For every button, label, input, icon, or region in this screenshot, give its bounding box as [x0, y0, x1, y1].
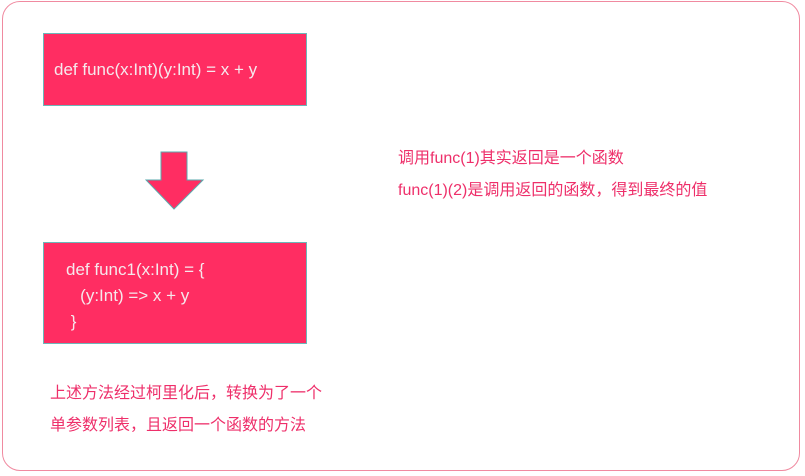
- code-box-curried: def func1(x:Int) = { (y:Int) => x + y }: [43, 242, 307, 344]
- slide-frame: [2, 1, 800, 471]
- code-box-original: def func(x:Int)(y:Int) = x + y: [43, 33, 307, 106]
- explanation-bottom: 上述方法经过柯里化后，转换为了一个单参数列表，且返回一个函数的方法: [50, 378, 322, 442]
- down-arrow-icon: [145, 151, 205, 210]
- code-original: def func(x:Int)(y:Int) = x + y: [54, 59, 258, 79]
- explanation-right: 调用func(1)其实返回是一个函数 func(1)(2)是调用返回的函数，得到最…: [398, 143, 707, 207]
- note-line: 单参数列表，且返回一个函数的方法: [50, 417, 307, 434]
- code-line: def func1(x:Int) = {: [66, 260, 205, 279]
- note-line: 上述方法经过柯里化后，转换为了一个: [50, 385, 323, 402]
- note-line: func(1)(2)是调用返回的函数，得到最终的值: [398, 182, 708, 199]
- code-line: (y:Int) => x + y: [66, 286, 190, 305]
- note-line: 调用func(1)其实返回是一个函数: [398, 150, 624, 167]
- code-line: }: [66, 312, 77, 331]
